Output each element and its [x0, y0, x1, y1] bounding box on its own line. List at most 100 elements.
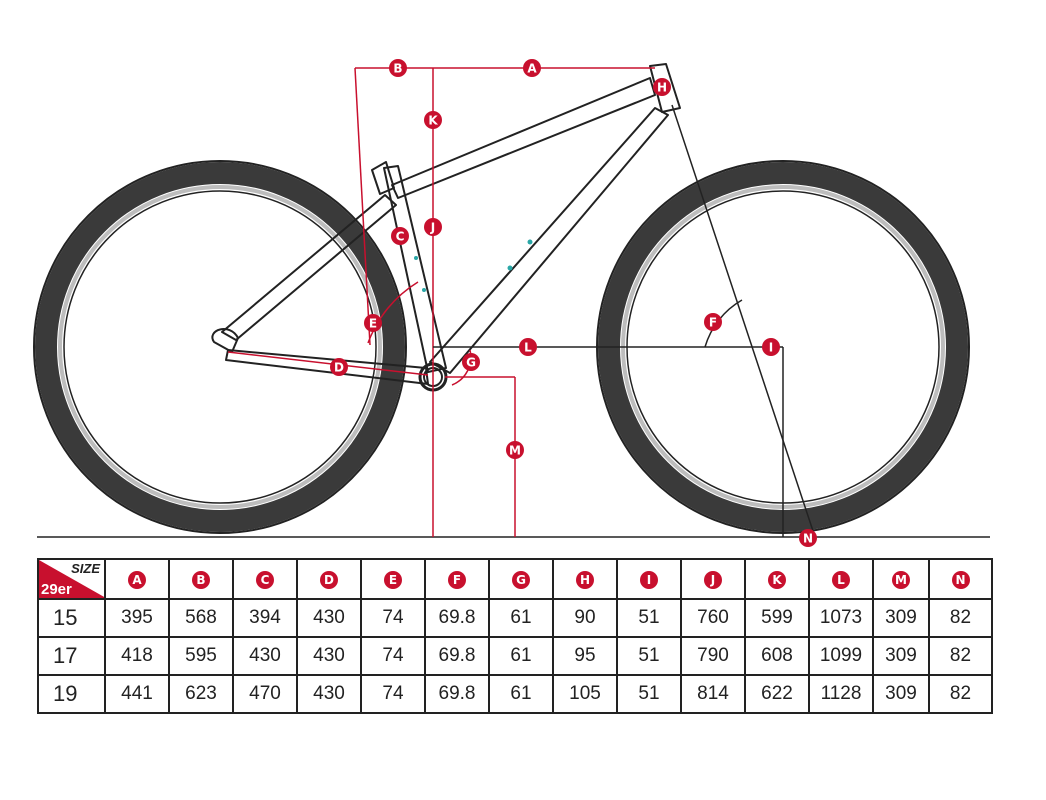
- table-cell: 309: [872, 636, 930, 676]
- column-header: B: [168, 558, 234, 600]
- table-cell: 430: [296, 674, 362, 714]
- column-header: M: [872, 558, 930, 600]
- table-cell: 470: [232, 674, 298, 714]
- svg-text:L: L: [524, 341, 532, 355]
- table-cell: 441: [104, 674, 170, 714]
- table-cell: 1128: [808, 674, 874, 714]
- label-E: E: [364, 314, 382, 332]
- table-cell: 599: [744, 598, 810, 638]
- label-B: B: [389, 59, 407, 77]
- dimension-lines: [227, 67, 655, 537]
- table-cell: 1073: [808, 598, 874, 638]
- dimension-labels: A B C D E F G H I J K L M N: [330, 59, 817, 547]
- table-cell: 622: [744, 674, 810, 714]
- frame-size-cell: 15: [37, 598, 106, 638]
- table-cell: 69.8: [424, 598, 490, 638]
- table-cell: 74: [360, 598, 426, 638]
- svg-text:N: N: [803, 532, 813, 546]
- column-header: K: [744, 558, 810, 600]
- table-cell: 1099: [808, 636, 874, 676]
- table-cell: 430: [296, 636, 362, 676]
- svg-text:F: F: [709, 316, 717, 330]
- wheel-size-header: 29er: [41, 581, 72, 598]
- label-N: N: [799, 529, 817, 547]
- column-header: F: [424, 558, 490, 600]
- table-cell: 309: [872, 674, 930, 714]
- table-cell: 623: [168, 674, 234, 714]
- table-cell: 394: [232, 598, 298, 638]
- table-cell: 95: [552, 636, 618, 676]
- svg-text:G: G: [466, 356, 476, 370]
- svg-text:E: E: [369, 317, 377, 331]
- column-header: A: [104, 558, 170, 600]
- cable-guides: [414, 239, 533, 292]
- label-L: L: [519, 338, 537, 356]
- table-cell: 568: [168, 598, 234, 638]
- size-corner-cell: SIZE 29er: [37, 558, 106, 600]
- table-cell: 74: [360, 674, 426, 714]
- label-F: F: [704, 313, 722, 331]
- label-M: M: [506, 441, 524, 459]
- label-D: D: [330, 358, 348, 376]
- table-cell: 814: [680, 674, 746, 714]
- table-cell: 418: [104, 636, 170, 676]
- table-cell: 61: [488, 674, 554, 714]
- rear-wheel: [33, 160, 407, 534]
- table-cell: 82: [928, 674, 993, 714]
- column-header: L: [808, 558, 874, 600]
- table-cell: 82: [928, 598, 993, 638]
- frame-size-cell: 17: [37, 636, 106, 676]
- table-cell: 51: [616, 598, 682, 638]
- table-cell: 595: [168, 636, 234, 676]
- svg-text:I: I: [769, 341, 773, 355]
- table-cell: 69.8: [424, 674, 490, 714]
- table-cell: 760: [680, 598, 746, 638]
- svg-text:B: B: [393, 62, 402, 76]
- corner-triangle: [40, 561, 103, 597]
- table-header-row: SIZE 29er A B C D E F G H I J K L M N: [37, 558, 993, 600]
- table-cell: 309: [872, 598, 930, 638]
- label-K: K: [424, 111, 442, 129]
- table-cell: 61: [488, 598, 554, 638]
- geometry-table: SIZE 29er A B C D E F G H I J K L M N 15…: [37, 558, 993, 714]
- bike-geometry-diagram: A B C D E F G H I J K L M N: [33, 59, 990, 547]
- label-J: J: [424, 218, 442, 236]
- column-header: C: [232, 558, 298, 600]
- size-header: SIZE: [71, 561, 100, 576]
- label-H: H: [653, 78, 671, 96]
- table-cell: 430: [296, 598, 362, 638]
- label-A: A: [523, 59, 541, 77]
- table-cell: 74: [360, 636, 426, 676]
- bike-frame: [211, 63, 681, 392]
- table-cell: 105: [552, 674, 618, 714]
- svg-text:J: J: [430, 221, 435, 235]
- column-header: I: [616, 558, 682, 600]
- label-G: G: [462, 353, 480, 371]
- svg-text:C: C: [396, 230, 405, 244]
- column-header: N: [928, 558, 993, 600]
- table-cell: 790: [680, 636, 746, 676]
- column-header: D: [296, 558, 362, 600]
- svg-text:K: K: [428, 114, 438, 128]
- table-cell: 90: [552, 598, 618, 638]
- table-cell: 608: [744, 636, 810, 676]
- table-cell: 69.8: [424, 636, 490, 676]
- svg-text:A: A: [527, 62, 537, 76]
- label-C: C: [391, 227, 409, 245]
- svg-text:H: H: [657, 81, 667, 95]
- table-cell: 82: [928, 636, 993, 676]
- svg-text:D: D: [334, 361, 344, 375]
- frame-size-cell: 19: [37, 674, 106, 714]
- column-header: G: [488, 558, 554, 600]
- column-header: E: [360, 558, 426, 600]
- svg-text:M: M: [509, 444, 521, 458]
- table-cell: 51: [616, 674, 682, 714]
- table-cell: 61: [488, 636, 554, 676]
- table-cell: 395: [104, 598, 170, 638]
- column-header: H: [552, 558, 618, 600]
- table-cell: 430: [232, 636, 298, 676]
- label-I: I: [762, 338, 780, 356]
